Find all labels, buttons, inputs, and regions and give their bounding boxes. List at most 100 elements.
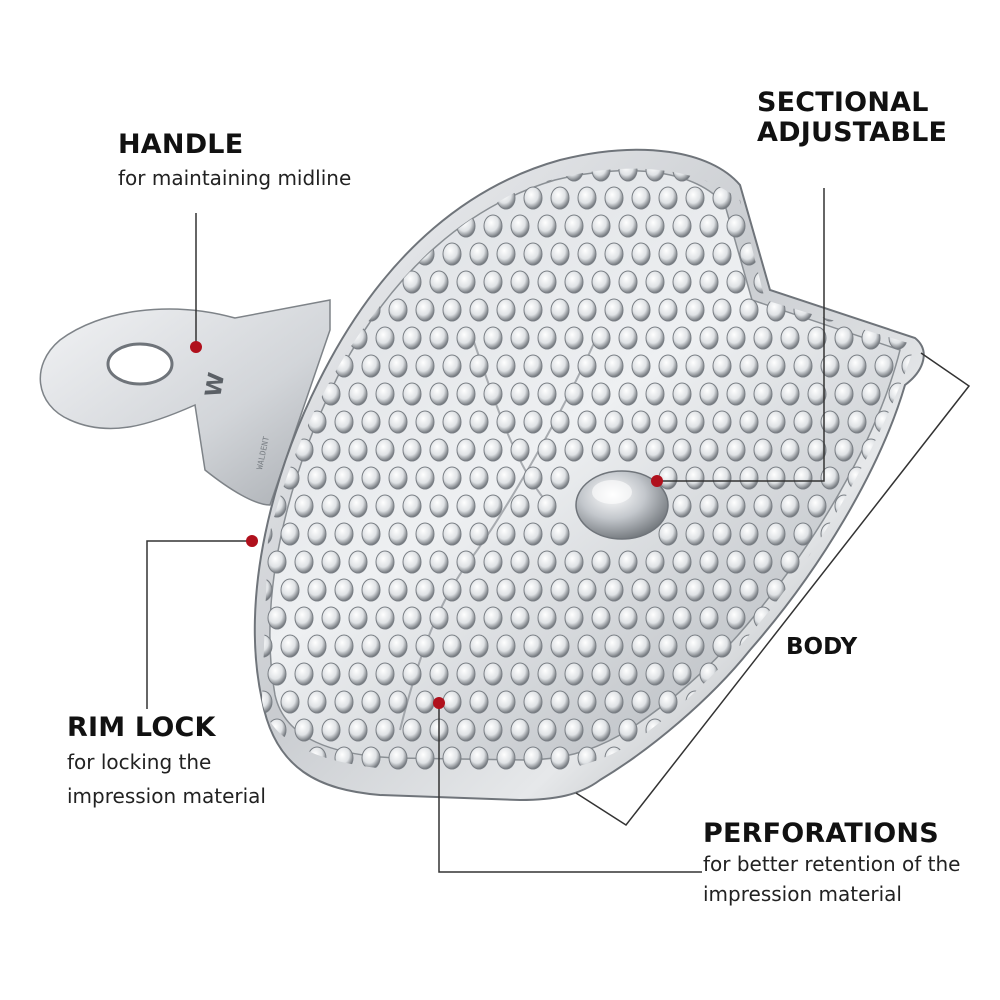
perforation-hole (429, 662, 449, 686)
perforation-hole (658, 186, 678, 210)
perforation-hole (442, 634, 462, 658)
perforation-hole (712, 578, 732, 602)
perforation-hole (523, 354, 543, 378)
perforation-hole (888, 214, 908, 238)
perforation-hole (442, 186, 462, 210)
perforation-hole (726, 494, 746, 518)
perforation-hole (916, 159, 934, 181)
perforation-hole (834, 438, 854, 462)
perforation-hole (361, 410, 381, 434)
perforation-hole (415, 354, 435, 378)
perforation-hole (888, 438, 908, 462)
perforation-hole (766, 186, 786, 210)
perforation-hole (820, 466, 840, 490)
perforation-hole (699, 606, 719, 630)
perforation-hole (280, 578, 300, 602)
perforation-hole (929, 635, 947, 657)
perforation-hole (658, 578, 678, 602)
perforation-hole (901, 298, 915, 322)
perforation-hole (888, 550, 908, 574)
perforation-hole (456, 270, 476, 294)
perforation-hole (348, 606, 368, 630)
perforation-hole (402, 606, 422, 630)
perforation-hole (766, 634, 786, 658)
perforation-hole (726, 606, 746, 630)
perforation-hole (564, 718, 584, 742)
perforation-hole (672, 382, 692, 406)
perforation-hole (483, 168, 503, 182)
perforation-hole (645, 606, 665, 630)
perforation-hole (348, 438, 368, 462)
perforation-hole (874, 186, 894, 210)
perforation-hole (510, 718, 530, 742)
perforation-hole (550, 242, 570, 266)
perforation-hole (496, 578, 516, 602)
tray-body (253, 148, 947, 802)
callout-markers (190, 341, 663, 709)
perforation-hole (483, 606, 503, 630)
perforation-hole (388, 690, 408, 714)
perforation-hole (861, 270, 881, 294)
rim-lock-leader-line (146, 540, 252, 709)
perforation-hole (402, 550, 422, 574)
perforation-hole (361, 186, 381, 210)
perforation-hole (388, 466, 408, 490)
perforation-hole (766, 410, 786, 434)
perforation-hole (766, 522, 786, 546)
perforation-hole (321, 494, 341, 518)
perforation-hole (861, 214, 881, 238)
perforation-hole (469, 634, 489, 658)
perforation-hole (658, 690, 678, 714)
perforation-hole (375, 494, 395, 518)
perforation-hole (901, 634, 915, 658)
perforation-hole (564, 550, 584, 574)
perforation-hole (456, 438, 476, 462)
perforation-hole (591, 606, 611, 630)
perforation-hole (672, 494, 692, 518)
perforation-hole (780, 494, 800, 518)
perforation-hole (861, 382, 881, 406)
perforation-hole (658, 298, 678, 322)
perforation-hole (712, 522, 732, 546)
perforation-hole (483, 662, 503, 686)
perforation-hole (307, 466, 327, 490)
perforation-hole (523, 746, 543, 770)
perforation-hole (564, 214, 584, 238)
perforation-hole (348, 168, 368, 182)
perforation-hole (456, 550, 476, 574)
perforation-hole (834, 214, 854, 238)
rim-lock-title: RIM LOCK (67, 712, 216, 743)
perforation-hole (267, 606, 287, 630)
perforations-description-line1: for better retention of the (703, 852, 961, 876)
perforation-hole (294, 606, 314, 630)
perforation-hole (496, 410, 516, 434)
perforation-hole (807, 494, 827, 518)
perforation-hole (658, 522, 678, 546)
perforation-hole (442, 746, 462, 770)
perforation-hole (929, 523, 947, 545)
perforation-hole (375, 606, 395, 630)
perforation-hole (766, 354, 786, 378)
perforation-hole (483, 494, 503, 518)
perforation-hole (874, 242, 894, 266)
perforation-hole (402, 438, 422, 462)
perforation-hole (793, 746, 813, 770)
perforation-hole (510, 606, 530, 630)
perforation-hole (483, 550, 503, 574)
perforation-hole (739, 354, 759, 378)
perforation-hole (415, 410, 435, 434)
perforation-hole (929, 747, 947, 769)
perforation-hole (834, 718, 854, 742)
perforation-hole (388, 522, 408, 546)
perforation-hole (712, 466, 732, 490)
perforation-hole (739, 298, 759, 322)
perforation-hole (591, 270, 611, 294)
perforation-hole (888, 606, 908, 630)
perforation-hole (712, 746, 732, 770)
perforation-hole (442, 410, 462, 434)
perforation-hole (577, 410, 597, 434)
perforation-hole (847, 690, 867, 714)
perforation-hole (388, 186, 408, 210)
perforation-hole (726, 382, 746, 406)
